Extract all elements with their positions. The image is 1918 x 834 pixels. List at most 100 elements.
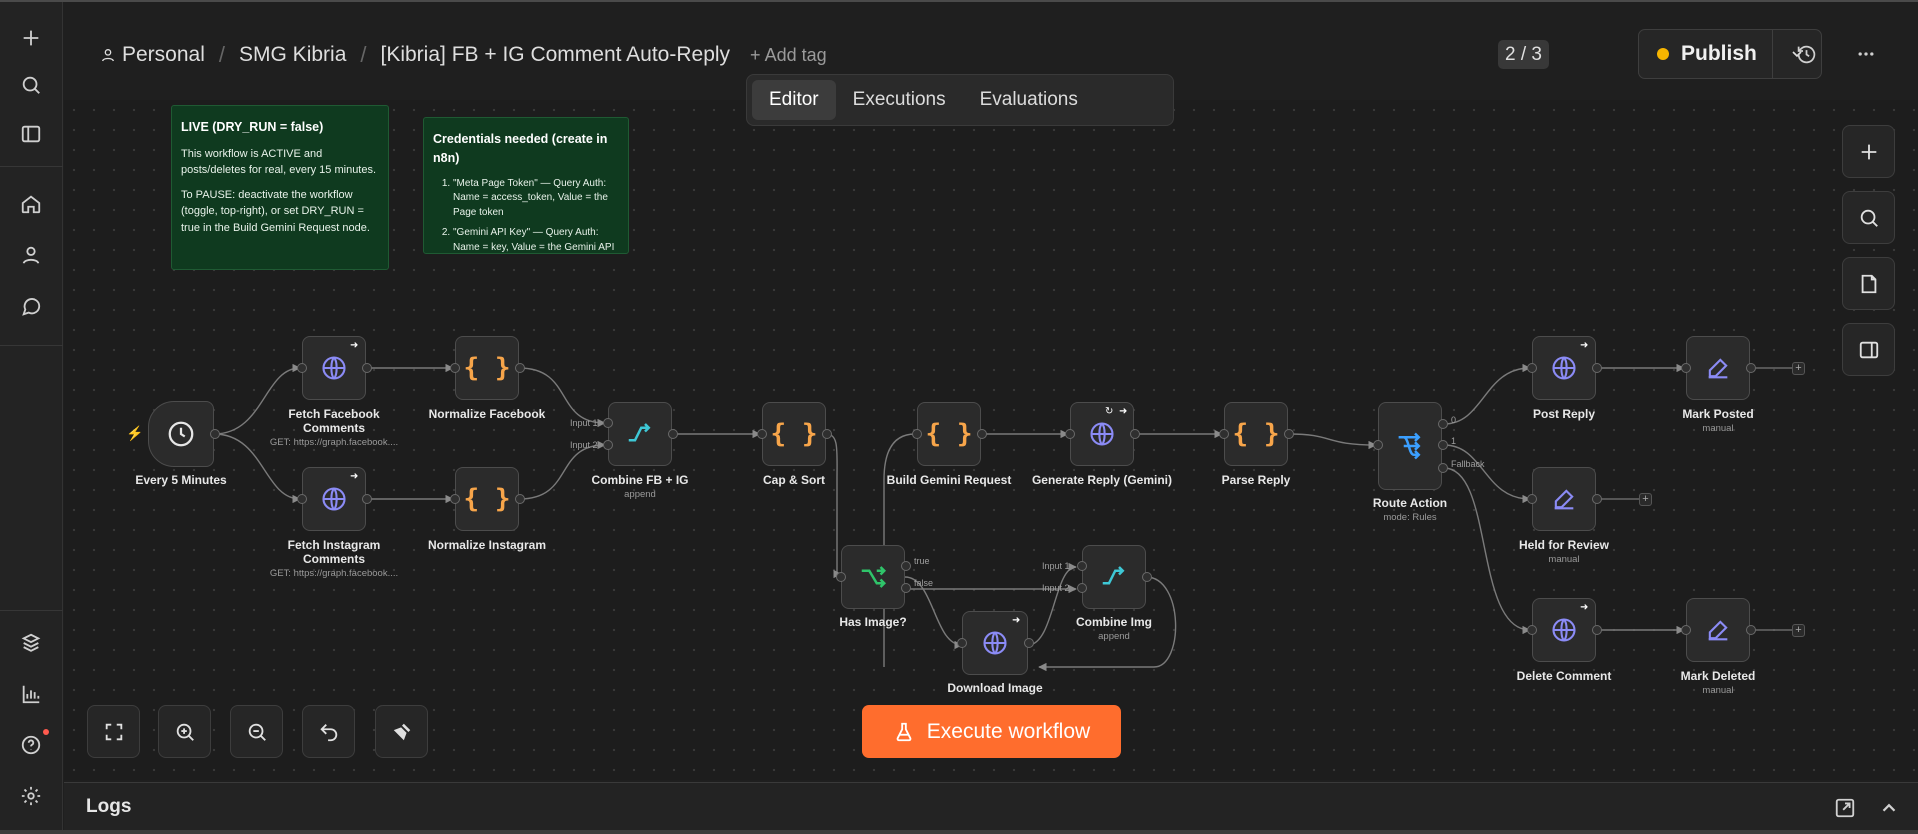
node-normalize-instagram[interactable]: { } [455,467,519,531]
more-options-icon[interactable] [1850,38,1882,70]
tab-editor[interactable]: Editor [752,80,836,120]
node-route-action[interactable] [1378,402,1442,490]
connection-port[interactable] [1077,561,1087,571]
tab-evaluations[interactable]: Evaluations [979,89,1078,110]
zoom-in-button[interactable] [158,705,211,758]
panel-toggle-icon[interactable] [14,117,48,151]
connection-port[interactable] [1438,440,1448,450]
node-combine-img[interactable] [1082,545,1146,609]
templates-icon[interactable] [14,626,48,660]
help-icon[interactable] [14,728,48,762]
connection-port[interactable] [1284,429,1294,439]
connection-port[interactable] [515,363,525,373]
search-icon[interactable] [14,68,48,102]
connection-port[interactable] [957,638,967,648]
connection-port[interactable] [1527,363,1537,373]
publish-button[interactable]: Publish [1639,30,1772,78]
tab-executions[interactable]: Executions [852,89,946,110]
connection-port[interactable] [1077,583,1087,593]
add-node-button[interactable]: + [1792,624,1805,637]
connection-port[interactable] [901,583,911,593]
connection-port[interactable] [1592,625,1602,635]
connection-port[interactable] [1746,625,1756,635]
node-mark-deleted[interactable] [1686,598,1750,662]
add-node-button[interactable]: + [1792,362,1805,375]
node-fetch-facebook-comments[interactable]: ➜ [302,336,366,400]
connection-port[interactable] [1681,363,1691,373]
connection-port[interactable] [362,363,372,373]
node-parse-reply[interactable]: { } [1224,402,1288,466]
zoom-out-button[interactable] [230,705,283,758]
tidy-up-button[interactable] [375,705,428,758]
add-tag-button[interactable]: + Add tag [750,44,827,65]
logs-panel[interactable]: Logs [64,782,1918,834]
connection-port[interactable] [362,494,372,504]
connection-port[interactable] [515,494,525,504]
connection-port[interactable] [1746,363,1756,373]
undo-button[interactable] [302,705,355,758]
chevron-down-icon[interactable] [1771,30,1821,78]
connection-port[interactable] [836,572,846,582]
connection-port[interactable] [912,429,922,439]
node-normalize-facebook[interactable]: { } [455,336,519,400]
node-every-5-minutes[interactable] [148,401,214,467]
connection-port[interactable] [1142,572,1152,582]
node-generate-reply-gemini[interactable]: ↻ ➜ [1070,402,1134,466]
node-post-reply[interactable]: ➜ [1532,336,1596,400]
sticky-note-live[interactable]: LIVE (DRY_RUN = false) This workflow is … [171,105,389,270]
add-node-panel-button[interactable] [1842,125,1895,178]
node-held-for-review[interactable] [1532,467,1596,531]
connection-port[interactable] [450,494,460,504]
connection-port[interactable] [1130,429,1140,439]
connection-port[interactable] [450,363,460,373]
workflow-canvas[interactable]: LIVE (DRY_RUN = false) This workflow is … [64,100,1918,780]
chevron-up-icon[interactable] [1878,797,1900,819]
add-icon[interactable] [14,21,48,55]
connection-port[interactable] [1438,463,1448,473]
add-node-button[interactable]: + [1639,493,1652,506]
connection-port[interactable] [210,429,220,439]
workflow-name[interactable]: [Kibria] FB + IG Comment Auto-Reply [380,43,731,66]
connection-port[interactable] [1438,419,1448,429]
execute-workflow-button[interactable]: Execute workflow [862,705,1121,758]
connection-port[interactable] [757,429,767,439]
connection-port[interactable] [1527,494,1537,504]
toggle-panel-button[interactable] [1842,323,1895,376]
node-mark-posted[interactable] [1686,336,1750,400]
breadcrumb-folder[interactable]: SMG Kibria [239,43,347,66]
node-build-gemini-request[interactable]: { } [917,402,981,466]
connection-port[interactable] [603,440,613,450]
chat-icon[interactable] [14,289,48,323]
breadcrumb-project[interactable]: Personal [122,43,205,66]
connection-port[interactable] [1681,625,1691,635]
connection-port[interactable] [297,494,307,504]
connection-port[interactable] [1592,494,1602,504]
connection-port[interactable] [297,363,307,373]
home-icon[interactable] [14,187,48,221]
settings-gear-icon[interactable] [14,779,48,813]
connection-port[interactable] [1219,429,1229,439]
node-fetch-instagram-comments[interactable]: ➜ [302,467,366,531]
node-download-image[interactable]: ➜ [962,611,1028,675]
connection-port[interactable] [1527,625,1537,635]
connection-port[interactable] [1065,429,1075,439]
insights-icon[interactable] [14,677,48,711]
fit-view-button[interactable] [87,705,140,758]
connection-port[interactable] [901,561,911,571]
node-has-image[interactable] [841,545,905,609]
connection-port[interactable] [668,429,678,439]
sticky-note-button[interactable] [1842,257,1895,310]
search-nodes-button[interactable] [1842,191,1895,244]
pop-out-icon[interactable] [1834,797,1856,819]
node-delete-comment[interactable]: ➜ [1532,598,1596,662]
connection-port[interactable] [603,418,613,428]
connection-port[interactable] [1373,440,1383,450]
connection-port[interactable] [977,429,987,439]
history-icon[interactable] [1790,38,1822,70]
node-combine-fb-ig[interactable] [608,402,672,466]
connection-port[interactable] [1024,638,1034,648]
sticky-note-credentials[interactable]: Credentials needed (create in n8n) "Meta… [423,117,629,254]
connection-port[interactable] [1592,363,1602,373]
user-icon[interactable] [14,238,48,272]
connection-port[interactable] [822,429,832,439]
